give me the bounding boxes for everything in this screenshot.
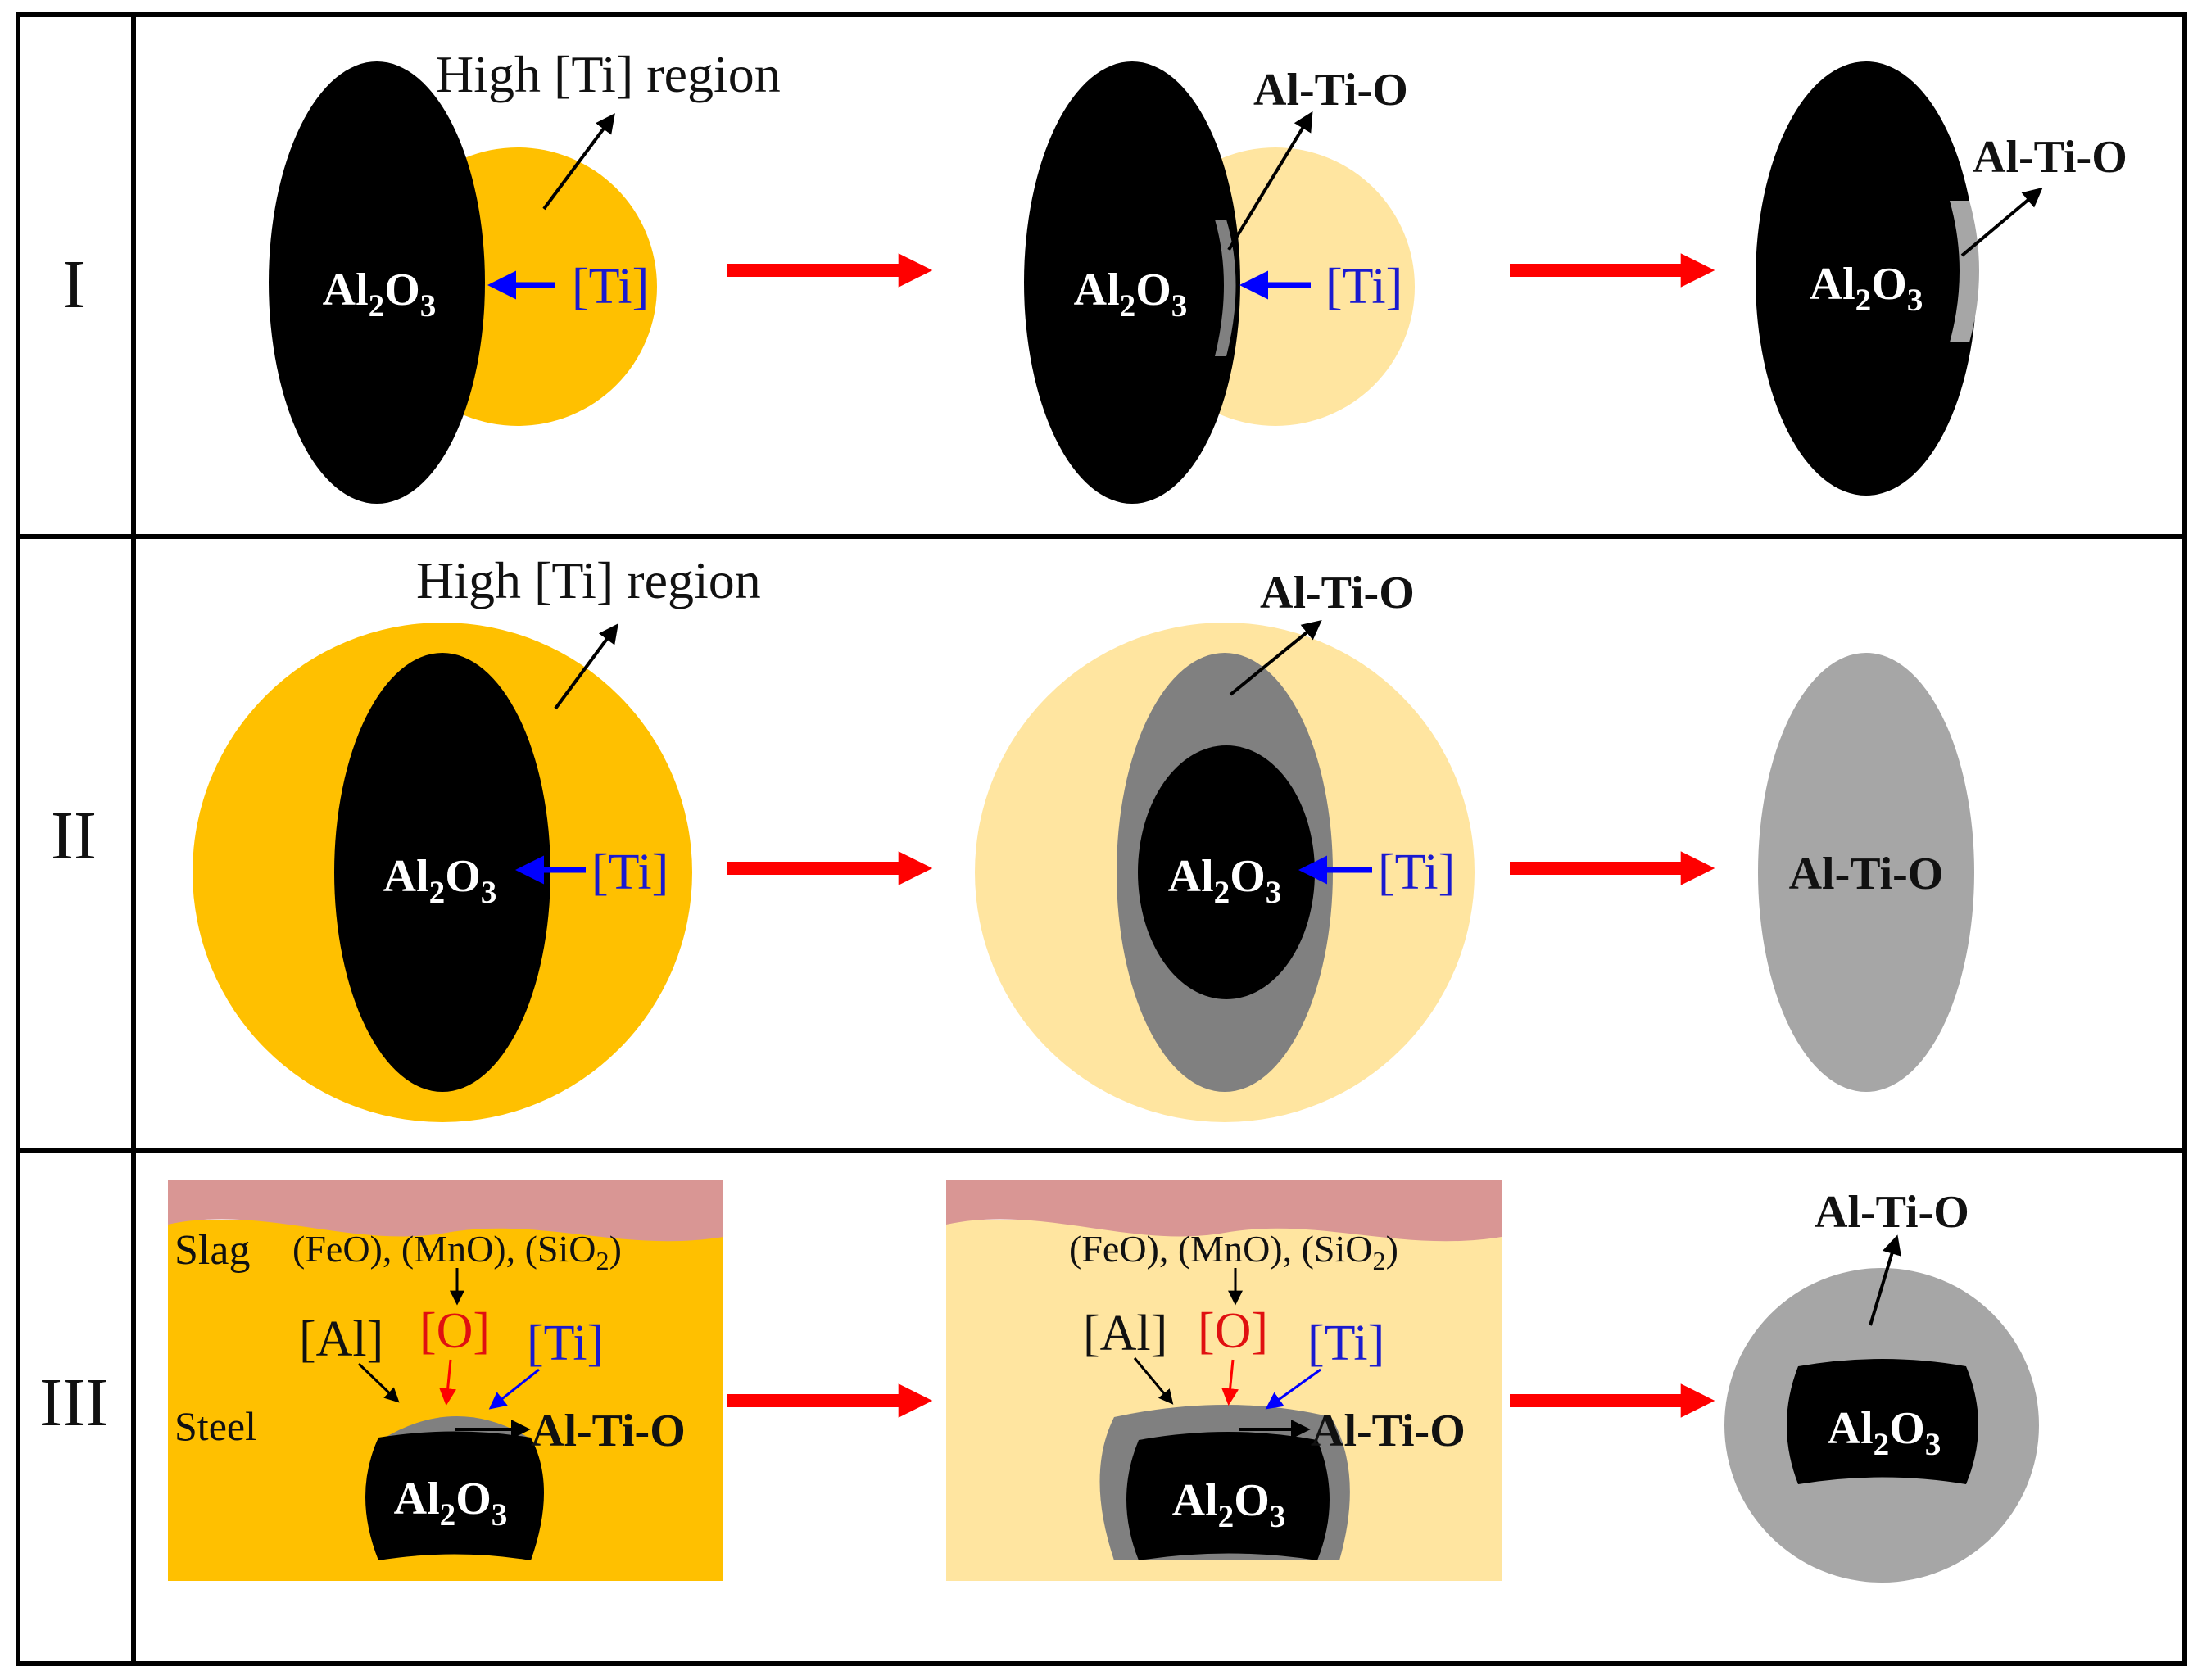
al-ti-o-thin-layer [1215,220,1236,356]
al-ti-o-pointer [1869,1234,1901,1326]
al-ti-o-pointer [1960,187,2043,257]
al2o3-label: Al2O3 [383,851,497,910]
slag-layer [168,1180,723,1242]
ti-label: [Ti] [591,845,668,900]
al2o3-label: Al2O3 [1074,265,1188,324]
row1-stage3: Al2O3 Al-Ti-O [1756,61,2127,496]
row-3: Slag (FeO), (MnO), (SiO2) Steel [Al] [O]… [168,1180,2039,1583]
row2-stage3: Al-Ti-O [1758,653,1974,1092]
al-ti-o-label: Al-Ti-O [1311,1406,1466,1456]
slag-layer [946,1180,1502,1242]
al-ti-o-label: Al-Ti-O [1973,132,2127,183]
slag-oxides-label: (FeO), (MnO), (SiO2) [292,1228,622,1275]
al2o3-inclusion [269,61,485,504]
al-supply-arrow [357,1362,400,1403]
al-ti-o-label: Al-Ti-O [1260,568,1415,618]
o-supply-arrow [1221,1359,1239,1406]
high-ti-region-label: High [Ti] region [416,551,761,609]
al2o3-core [1787,1359,1978,1484]
row-2: Al2O3 [Ti] High [Ti] region Al2O3 [Ti] A… [193,551,1974,1122]
al2o3-inclusion [1756,61,1977,496]
slag-oxides-label: (FeO), (MnO), (SiO2) [1069,1228,1398,1275]
ti-label: [Ti] [1307,1315,1384,1371]
ti-supply-arrow [488,1368,540,1410]
ti-label: [Ti] [1378,845,1455,900]
row-1: Al2O3 [Ti] High [Ti] region Al2O3 [Ti] A… [269,45,2127,504]
high-ti-pointer [554,623,618,710]
ti-label: [Ti] [527,1315,604,1371]
al-ti-o-pointer [1229,619,1322,696]
high-ti-region-label: High [Ti] region [436,45,781,103]
al2o3-label: Al2O3 [394,1474,508,1533]
al-ti-o-label: Al-Ti-O [1789,849,1944,899]
al-ti-o-label: Al-Ti-O [531,1406,686,1456]
al-ti-o-label: Al-Ti-O [1815,1187,1969,1238]
al2o3-inclusion [1024,61,1240,504]
slag-label: Slag [174,1227,250,1274]
al-label: [Al] [1083,1306,1167,1361]
high-ti-pointer [542,113,615,211]
row3-stage3: Al2O3 Al-Ti-O [1724,1187,2039,1583]
al2o3-label: Al2O3 [1810,259,1923,318]
al2o3-inclusion [365,1431,544,1560]
al-supply-arrow [1133,1357,1174,1405]
outer-border [16,12,2187,1666]
al2o3-label: Al2O3 [1172,1475,1286,1534]
row1-stage1: Al2O3 [Ti] High [Ti] region [269,45,781,504]
al-ti-o-pointer [1227,111,1313,251]
row-numeral-3: III [39,1365,108,1441]
o-label: [O] [419,1303,490,1359]
row1-stage2: Al2O3 [Ti] Al-Ti-O [1024,61,1415,504]
al-ti-o-layer [1950,201,1979,342]
row3-stage2 [946,1180,1502,1581]
al-ti-o-inclusion [1758,653,1974,1092]
al2o3-label: Al2O3 [1168,851,1282,910]
row-numeral-2: II [51,798,97,874]
al-ti-o-label: Al-Ti-O [1253,65,1408,115]
ti-supply-arrow [1265,1368,1321,1410]
al2o3-inclusion [334,653,550,1092]
ti-label: [Ti] [572,259,649,315]
al2o3-label: Al2O3 [323,265,437,324]
frame [16,12,2187,1666]
al2o3-core [1138,745,1315,999]
al2o3-label: Al2O3 [1828,1403,1941,1462]
o-label: [O] [1198,1303,1268,1359]
steel-label: Steel [174,1403,256,1449]
row-numeral-1: I [62,247,85,323]
o-supply-arrow [439,1359,457,1406]
row2-stage2: Al2O3 [Ti] Al-Ti-O [975,568,1475,1122]
al-label: [Al] [299,1311,383,1367]
al2o3-inclusion [1126,1432,1330,1560]
row2-stage1: Al2O3 [Ti] High [Ti] region [193,551,761,1122]
ti-label: [Ti] [1325,259,1402,315]
